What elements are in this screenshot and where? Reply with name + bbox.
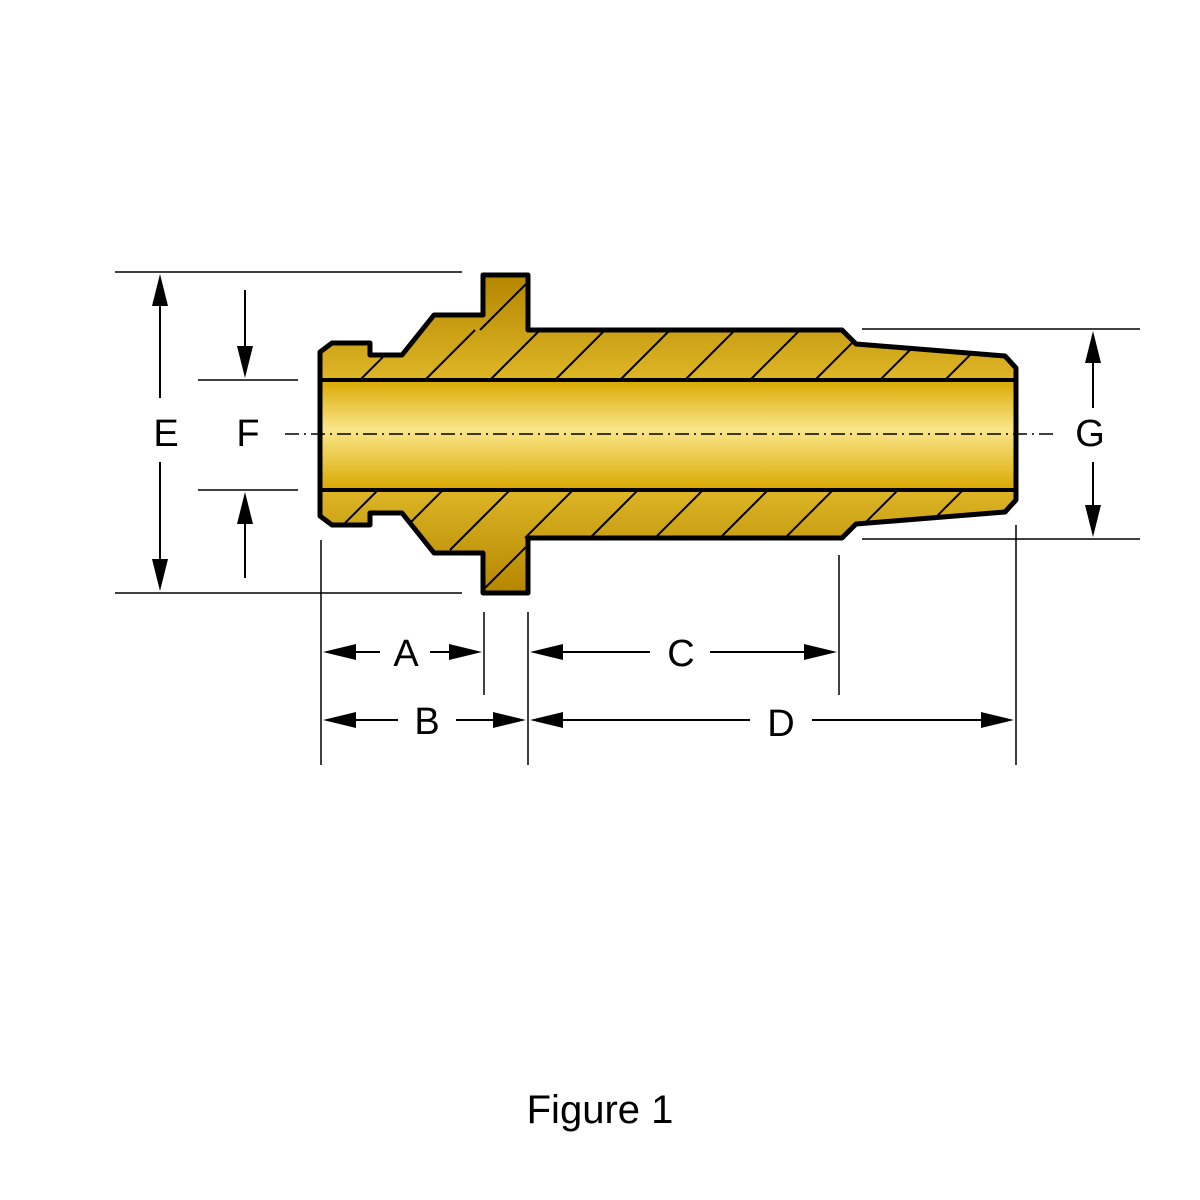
arrow-left-icon: [323, 644, 356, 660]
arrow-up-icon: [237, 492, 253, 524]
guide-bore: [322, 380, 1014, 490]
dim-label-a: A: [393, 633, 419, 675]
figure-caption: Figure 1: [526, 1088, 674, 1132]
dimension-f: F: [236, 290, 260, 578]
dim-label-f: F: [236, 413, 259, 455]
arrow-left-icon: [530, 644, 563, 660]
dimension-b: B: [323, 701, 526, 743]
arrow-right-icon: [981, 712, 1014, 728]
dim-label-e: E: [153, 413, 178, 455]
guide-outline-stroke: [317, 272, 1019, 596]
dim-label-g: G: [1075, 413, 1105, 455]
dim-label-c: C: [667, 633, 694, 675]
arrow-down-icon: [1085, 505, 1101, 537]
arrow-up-icon: [152, 274, 168, 306]
arrow-right-icon: [493, 712, 526, 728]
arrow-left-icon: [323, 712, 356, 728]
dimension-g: G: [1075, 331, 1105, 537]
dim-label-b: B: [414, 701, 439, 743]
dim-label-d: D: [767, 703, 794, 745]
arrow-right-icon: [804, 644, 837, 660]
arrow-left-icon: [530, 712, 563, 728]
arrow-up-icon: [1085, 331, 1101, 363]
dimension-a: A: [323, 633, 482, 675]
arrow-right-icon: [449, 644, 482, 660]
dimension-d: D: [530, 703, 1014, 745]
dimension-e: E: [152, 274, 179, 591]
arrow-down-icon: [237, 346, 253, 378]
dimension-c: C: [530, 633, 837, 675]
extension-lines: [115, 271, 1140, 765]
arrow-down-icon: [152, 559, 168, 591]
